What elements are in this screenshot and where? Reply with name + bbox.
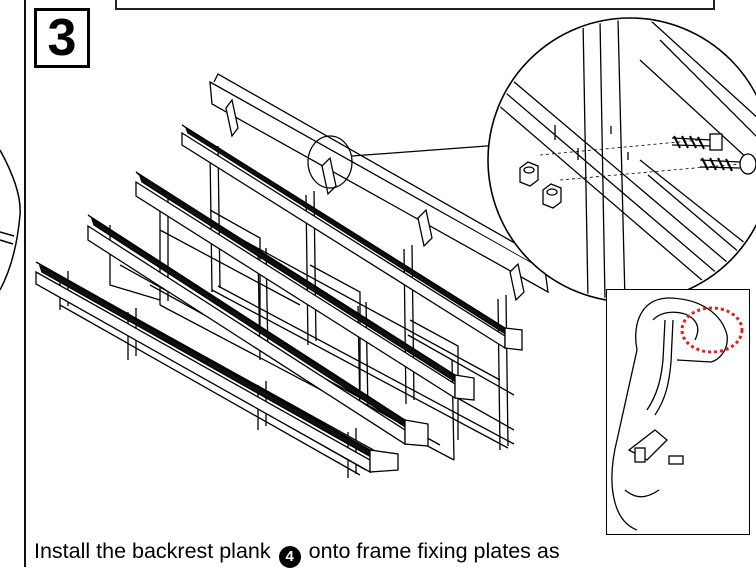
carriage-bolt [671, 133, 723, 151]
highlight-circle [680, 306, 744, 354]
bleacher-frame [35, 73, 549, 478]
previous-detail-circle [0, 149, 21, 291]
circled-number-icon: 4 [278, 546, 301, 568]
hex-nut-2 [542, 183, 562, 209]
callout-marker [307, 135, 501, 189]
header-frame [115, 0, 715, 10]
instruction-text: Install the backrest plank 4 onto frame … [34, 536, 749, 568]
instruction-text-start: Install the backrest plank [34, 539, 271, 563]
hook-detail-drawing [611, 297, 744, 531]
zoom-detail-circle [487, 17, 756, 303]
step-number-badge: 3 [34, 8, 90, 68]
panel-divider [24, 0, 26, 567]
hook-detail-inset [606, 289, 750, 535]
instruction-text-end: onto frame fixing plates as [308, 539, 560, 563]
hex-nut [519, 161, 539, 187]
